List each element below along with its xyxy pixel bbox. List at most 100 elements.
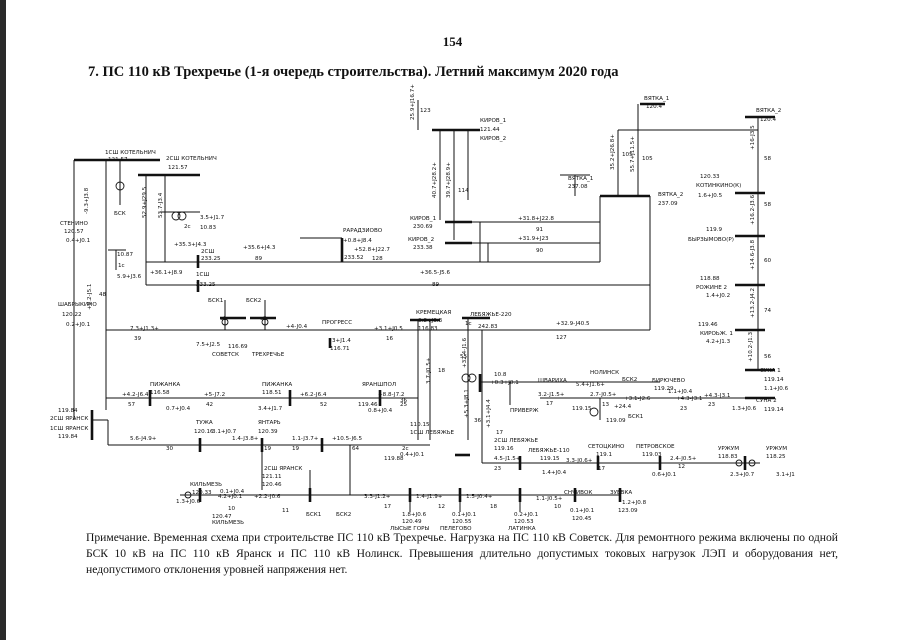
scheme-label: 1.8+J0.6 — [402, 512, 427, 518]
scheme-label: 119.88 — [384, 456, 404, 462]
scheme-label: 1.4-J3.8+ — [232, 436, 259, 442]
scheme-label: КИРОВ_1 — [480, 118, 507, 124]
scheme-label: 35.2+J26.8+ — [610, 134, 616, 170]
scheme-label: 1.4-J1.9+ — [416, 494, 443, 500]
scheme-label: 4.2+J1.3 — [706, 339, 731, 345]
scheme-label: 119.16 — [494, 446, 514, 452]
scheme-label: 105 — [642, 156, 653, 162]
scheme-label: 120.16 — [194, 429, 214, 435]
scheme-label: ТУЖА — [195, 420, 213, 426]
scheme-label: 2.4-J0.5+ — [670, 456, 697, 462]
scheme-label: ПЕТРОВСКОЕ — [636, 444, 675, 450]
scheme-label: ВЯТКА_1 — [644, 96, 670, 102]
scheme-label: 7.5+J2.5 — [196, 342, 221, 348]
scheme-label: 0.2+J0.1 — [514, 512, 539, 518]
scheme-label: РАРАДЗИОВО — [343, 228, 383, 234]
scheme-label: +5.3+J8.1 — [464, 389, 470, 418]
scheme-label: 120.39 — [258, 429, 278, 435]
scheme-label: 10 — [228, 506, 236, 512]
scheme-label: 3.4+J1.7 — [258, 406, 283, 412]
scheme-label: 36 — [400, 398, 408, 404]
scheme-label: 2СШ — [201, 249, 214, 255]
scheme-label: ПРИВЕРЖ — [510, 408, 539, 414]
scheme-label: +16-J3.5 — [750, 125, 756, 150]
scheme-label: ПЕЛЕГОВО — [440, 526, 472, 532]
scheme-label: 64 — [352, 446, 360, 452]
scheme-label: 0.4+J0.1 — [66, 238, 91, 244]
scheme-label: 120.46 — [262, 482, 282, 488]
scheme-label: +36.5-J5.6 — [420, 270, 450, 276]
scheme-label: 18 — [490, 504, 498, 510]
scheme-label: 40.7+J28.2+ — [432, 162, 438, 198]
scheme-label: СОВЕТСК — [212, 352, 239, 358]
scheme-label: 233.52 — [344, 255, 364, 261]
scheme-label: 25 — [400, 402, 408, 408]
transformer-symbol — [171, 211, 181, 221]
scheme-label: +2.2-J0.6 — [254, 494, 281, 500]
scheme-label: 3.1+J0.7 — [212, 429, 237, 435]
scheme-label: 1с — [118, 263, 125, 269]
scheme-label: 1.2+J0.8 — [622, 500, 647, 506]
scheme-label: ВЯТКА_1 — [568, 176, 594, 182]
scheme-label: 1СШ — [196, 272, 209, 278]
scheme-label: 120.4 — [646, 104, 662, 110]
scheme-label: 1.4+J0.2 — [706, 293, 730, 299]
scheme-label: 0.8+J0.3 — [418, 318, 443, 324]
scheme-label: 233.38 — [413, 245, 433, 251]
scheme-label: 110.15 — [410, 422, 430, 428]
scheme-label: 2СШ ЛЕБЯЖЬЕ — [494, 438, 539, 444]
scheme-lines — [73, 100, 775, 512]
scheme-label: 116.71 — [330, 346, 350, 352]
page-title: 7. ПС 110 кВ Трехречье (1-я очередь стро… — [88, 64, 619, 80]
scheme-label: 118.83 — [718, 454, 738, 460]
scheme-label: 57 — [128, 402, 136, 408]
scheme-label: 1СШ ЛЕБЯЖЬЕ — [410, 430, 455, 436]
transformer-symbol — [461, 373, 471, 383]
scheme-label: 48 — [99, 292, 107, 298]
scheme-label: ЛЕБЯЖЬЕ-220 — [470, 312, 512, 318]
scheme-label: 127 — [556, 335, 567, 341]
scheme-label: 2СШ ЯРАНСК — [264, 466, 302, 472]
scheme-label: 58 — [764, 156, 772, 162]
scheme-label: КИРОВ_1 — [410, 216, 437, 222]
scheme-label: 36 — [474, 418, 482, 424]
scheme-label: +10.5-J6.5 — [332, 436, 362, 442]
scheme-label: +31.9+J23 — [518, 236, 549, 242]
scheme-label: 119.14 — [764, 407, 784, 413]
scheme-label: КОТИНКИНО(К) — [696, 183, 741, 189]
scheme-label: 17 — [496, 430, 504, 436]
scheme-label: НОЛИНСК — [590, 370, 619, 376]
scheme-label: +4.2-J6.4 — [122, 392, 149, 398]
scheme-label: 23 — [494, 466, 502, 472]
scheme-label: 23 — [708, 402, 716, 408]
scheme-label: +8.8-J7.2 — [378, 392, 404, 398]
scheme-label: 114 — [458, 188, 469, 194]
scheme-label: 2.7-J0.5+ — [590, 392, 617, 398]
scheme-label: 123.09 — [618, 508, 638, 514]
scheme-label: БСК2 — [336, 512, 351, 518]
scheme-label: 1.1-J3.7+ — [292, 436, 319, 442]
scheme-label: 1.3+J0.6 — [176, 499, 201, 505]
scheme-label: 2с — [402, 446, 409, 452]
scheme-label: c2 — [260, 316, 267, 322]
scheme-label: 120.4 — [760, 117, 776, 123]
scheme-label: БЫРЗЫМОВО(Р) — [688, 237, 734, 243]
scheme-label: +0.8+J8.4 — [343, 238, 372, 244]
scheme-label: 53.7-J3.4 — [158, 192, 164, 218]
scheme-label: 119.03 — [642, 452, 662, 458]
scheme-label: СТЕНИНО — [60, 221, 88, 227]
scheme-label: 123 — [420, 108, 431, 114]
scheme-label: +36.1+J8.9 — [150, 270, 183, 276]
scheme-label: 55.7+J11.5+ — [630, 136, 636, 172]
scheme-label: +32.9-J40.5 — [556, 321, 590, 327]
scheme-label: 1СШ КОТЕЛЬНИЧ — [105, 150, 156, 156]
scheme-label: +52.8+J22.7 — [354, 247, 390, 253]
scheme-label: ВЯТКА_2 — [658, 192, 683, 198]
scheme-label: 30 — [166, 446, 174, 452]
scheme-label: 242.83 — [478, 324, 498, 330]
scheme-label: 119.09 — [606, 418, 626, 424]
scheme-label: 120.57 — [64, 229, 84, 235]
scheme-label: 10.87 — [117, 252, 133, 258]
transformer-symbol — [115, 181, 125, 191]
scheme-label: БСК — [114, 211, 126, 217]
